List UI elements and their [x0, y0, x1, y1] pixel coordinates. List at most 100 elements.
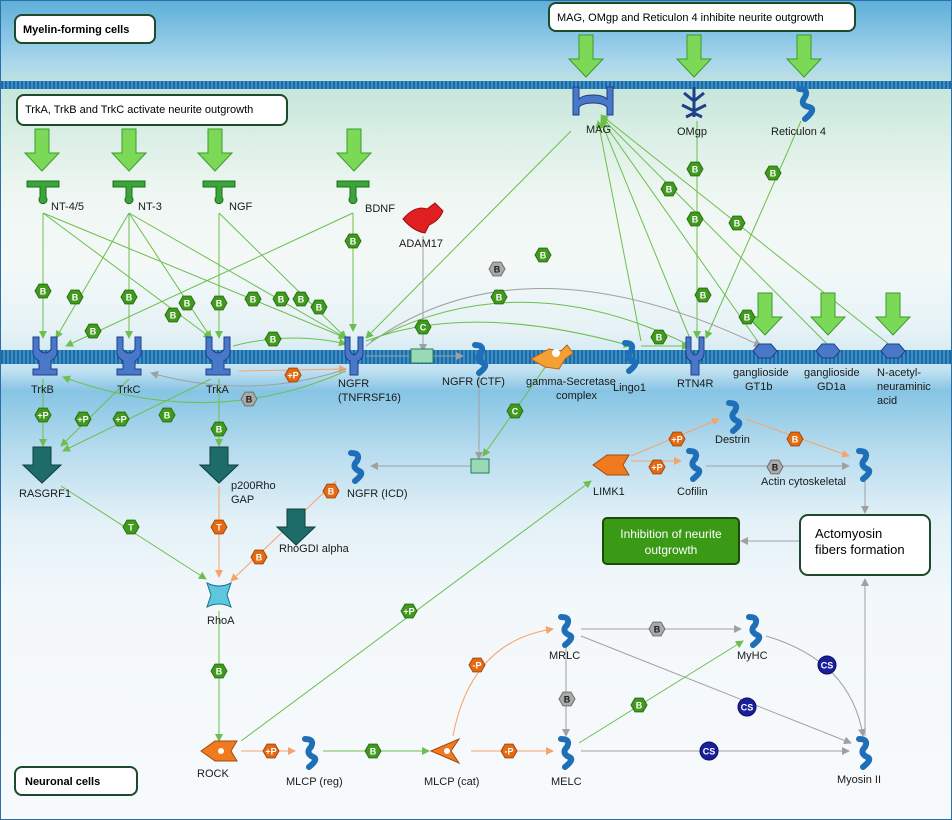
edge-badge: B — [164, 307, 182, 323]
protein-p200rhogap: p200Rho GAP — [198, 446, 276, 506]
receptor-icon — [344, 336, 364, 376]
badge-shape — [292, 291, 310, 307]
badge-label: B — [496, 293, 503, 303]
kinase-limk1: LIMK1 — [592, 454, 630, 498]
protein-icon — [472, 342, 489, 376]
protein-myhc: MyHC — [737, 614, 768, 662]
badge-shape — [322, 483, 340, 499]
protein-rhoa: RhoA — [206, 582, 235, 627]
svg-text:MELC: MELC — [551, 776, 582, 788]
receptor-icon — [116, 336, 142, 376]
svg-text:BDNF: BDNF — [365, 203, 395, 215]
edge-badge: B — [728, 215, 746, 231]
badge-label: +P — [651, 463, 662, 473]
badge-shape — [817, 655, 837, 675]
edge-badge: B — [210, 295, 228, 311]
lipid-gt1b: ganglioside GT1b — [733, 343, 789, 393]
badge-label: T — [128, 523, 134, 533]
edge-badge: B — [650, 329, 668, 345]
badge-shape — [210, 421, 228, 437]
badge-shape — [786, 431, 804, 447]
outer-membrane — [1, 81, 951, 89]
svg-text:Inhibition of neurite: Inhibition of neurite — [620, 527, 722, 541]
svg-text:NT-3: NT-3 — [138, 201, 162, 213]
badge-shape — [178, 295, 196, 311]
badge-label: B — [246, 395, 253, 405]
badge-label: B — [350, 237, 357, 247]
badge-label: B — [184, 299, 191, 309]
gef-icon — [21, 446, 63, 484]
kinase-rock: ROCK — [197, 740, 238, 780]
svg-text:TrkB: TrkB — [31, 384, 54, 396]
svg-text:MLCP (reg): MLCP (reg) — [286, 776, 343, 788]
gtpase-icon — [206, 582, 232, 608]
ligand-omgp: OMgp — [677, 87, 707, 138]
edge-badge: B — [250, 549, 268, 565]
badge-shape — [244, 291, 262, 307]
badge-shape — [506, 403, 524, 419]
svg-text:N-acetyl-: N-acetyl- — [877, 367, 921, 379]
kinase-icon — [592, 454, 630, 476]
ligand-icon — [202, 180, 236, 205]
svg-text:OMgp: OMgp — [677, 126, 707, 138]
cleaved-fragment — [470, 458, 490, 474]
badge-shape — [122, 519, 140, 535]
svg-text:GAP: GAP — [231, 494, 254, 506]
region-label-neuronal: Neuronal cells — [14, 766, 138, 796]
receptor-trka: TrkA — [205, 336, 231, 396]
edge-badge: B — [630, 697, 648, 713]
svg-text:Reticulon 4: Reticulon 4 — [771, 126, 826, 138]
edge-badge: B — [364, 743, 382, 759]
edge-badge: B — [272, 291, 290, 307]
badge-shape — [699, 741, 719, 761]
protein-icon — [558, 614, 575, 648]
badge-label: B — [328, 487, 335, 497]
badge-shape — [344, 233, 362, 249]
badge-shape — [500, 743, 518, 759]
svg-text:neuraminic: neuraminic — [877, 381, 931, 393]
protein-mlcp-reg: MLCP (reg) — [286, 736, 343, 788]
protein-rasgrf1: RASGRF1 — [19, 446, 71, 500]
edge-badge: +P — [668, 431, 686, 447]
svg-text:TrkC: TrkC — [117, 384, 140, 396]
receptor-rtn4r: RTN4R — [677, 336, 714, 390]
badge-label: B — [216, 667, 223, 677]
down-arrow-icon — [785, 34, 823, 78]
badge-shape — [250, 549, 268, 565]
svg-text:p200Rho: p200Rho — [231, 480, 276, 492]
ligand-nt3: NT-3 — [112, 180, 162, 213]
down-arrow-icon — [567, 34, 605, 78]
svg-text:MLCP (cat): MLCP (cat) — [424, 776, 479, 788]
down-arrow-icon — [23, 128, 61, 172]
edges — [39, 114, 892, 755]
ganglioside-icon — [815, 343, 841, 359]
svg-text:GT1b: GT1b — [745, 381, 773, 393]
ganglioside-icon — [880, 343, 906, 359]
badge-label: C — [512, 407, 519, 417]
svg-text:(TNFRSF16): (TNFRSF16) — [338, 392, 401, 404]
badge-shape — [468, 657, 486, 673]
badge-shape — [414, 319, 432, 335]
badge-label: +P — [671, 435, 682, 445]
badge-shape — [400, 603, 418, 619]
badge-label: B — [564, 695, 571, 705]
edge-badge: B — [34, 283, 52, 299]
badge-shape — [694, 287, 712, 303]
edge-badge: B — [490, 289, 508, 305]
protein-destrin: Destrin — [715, 400, 750, 446]
protein-icon — [726, 400, 743, 434]
svg-text:gamma-Secretase: gamma-Secretase — [526, 376, 616, 388]
edge-badge: B — [344, 233, 362, 249]
edge-badge: +P — [34, 407, 52, 423]
svg-text:NGFR (ICD): NGFR (ICD) — [347, 488, 408, 500]
edge-badge: B — [210, 663, 228, 679]
badge-label: B — [494, 265, 501, 275]
badge-label: +P — [77, 415, 88, 425]
badge-label: B — [256, 553, 263, 563]
lipid-gd1a: ganglioside GD1a — [804, 343, 860, 393]
badge-shape — [650, 329, 668, 345]
badge-shape — [210, 295, 228, 311]
ligand-nt45: NT-4/5 — [26, 180, 84, 213]
protein-ngfr-icd: NGFR (ICD) — [347, 450, 408, 500]
badge-shape — [766, 459, 784, 475]
